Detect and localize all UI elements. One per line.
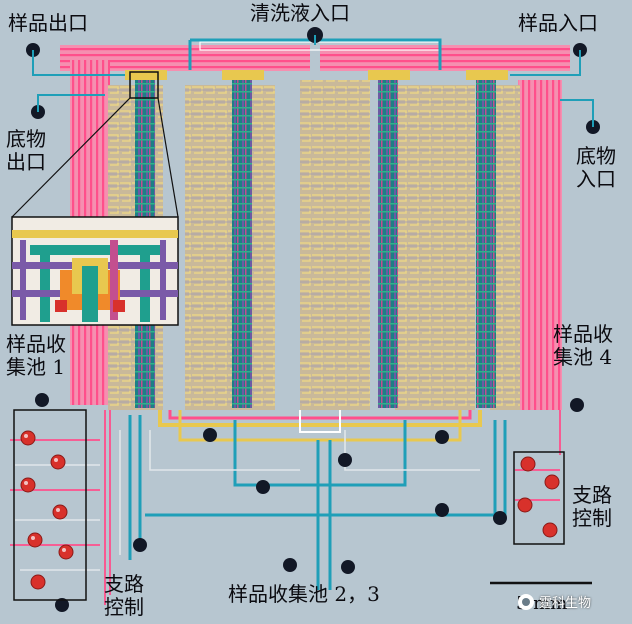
right-branch-control-box (513, 451, 565, 545)
lower-flow-lines (10, 410, 561, 605)
bottom-channel-loops (158, 410, 482, 442)
left-branch-control-box (13, 409, 87, 601)
control-lines (128, 38, 507, 590)
substrate-outlet-label: 底物出口 (6, 127, 46, 174)
ports (26, 27, 600, 612)
substrate-inlet-label: 底物入口 (576, 144, 616, 191)
top-flow-bundle (60, 41, 570, 71)
left-branch-control-label: 支路控制 (104, 572, 144, 619)
sample-inlet-label: 样品入口 (518, 11, 598, 35)
watermark: 霆科生物 (518, 592, 591, 611)
collection-pool-1-label: 样品收集池 1 (6, 332, 66, 379)
watermark-text: 霆科生物 (539, 596, 592, 611)
zoom-callout (11, 71, 179, 326)
collection-pool-4-label: 样品收集池 4 (553, 322, 613, 369)
wechat-icon (518, 593, 534, 610)
wash-inlet-label: 清洗液入口 (250, 1, 350, 25)
right-flow-bundle (518, 80, 562, 410)
port-connectors (32, 35, 594, 127)
sample-outlet-label: 样品出口 (8, 11, 88, 35)
collection-pools-2-3-label: 样品收集池 2，3 (228, 582, 380, 606)
right-branch-control-label: 支路控制 (572, 483, 612, 530)
column-headers (125, 70, 508, 80)
